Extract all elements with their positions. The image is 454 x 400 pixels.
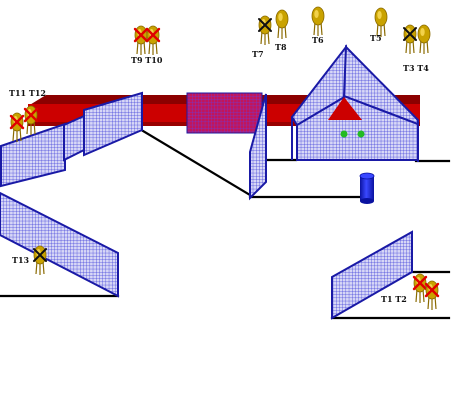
- center-mesh-panel: [186, 92, 263, 134]
- target-tripod[interactable]: [417, 24, 431, 54]
- green-lamp-2: [357, 130, 365, 138]
- label-t1-t2: T1 T2: [381, 294, 407, 304]
- miss-x-icon: [403, 27, 417, 41]
- target-tripod[interactable]: [374, 7, 388, 37]
- target-tripod[interactable]: [9, 112, 25, 142]
- target-tripod[interactable]: [133, 25, 149, 55]
- hit-x-icon: [145, 27, 161, 43]
- label-t9-t10: T9 T10: [131, 55, 163, 65]
- target-tripod[interactable]: [275, 9, 289, 39]
- pyramid-structure: [290, 44, 419, 162]
- target-tripod[interactable]: [403, 24, 417, 54]
- label-t6: T6: [312, 35, 324, 45]
- label-t13: T13: [12, 255, 30, 265]
- blue-cylinder[interactable]: [359, 172, 375, 204]
- label-t8: T8: [275, 42, 287, 52]
- label-t3-t4: T3 T4: [403, 63, 429, 73]
- hit-x-icon: [424, 282, 440, 298]
- target-tripod[interactable]: [311, 6, 325, 36]
- target-tripod[interactable]: [424, 280, 440, 310]
- miss-x-icon: [258, 18, 272, 32]
- label-t11-t12: T11 T12: [9, 88, 46, 98]
- target-labels: T9 T10 T7 T8 T6 T5 T3 T4 T11 T12 T13 T1 …: [9, 33, 429, 304]
- hit-x-icon: [23, 107, 39, 123]
- left-long-panel: [0, 191, 119, 298]
- center-side-panel: [249, 93, 267, 201]
- hit-x-icon: [9, 114, 25, 130]
- hit-x-icon: [412, 275, 428, 291]
- target-tripod[interactable]: [258, 15, 272, 45]
- label-t5: T5: [370, 33, 382, 43]
- miss-x-icon: [33, 248, 47, 262]
- ground-lines: [0, 129, 451, 320]
- right-bottom-panel: [331, 230, 413, 320]
- target-tripod[interactable]: [33, 245, 47, 275]
- hit-x-icon: [133, 27, 149, 43]
- target-tripod[interactable]: [145, 25, 161, 55]
- targets-layer: [9, 6, 440, 310]
- target-tripod[interactable]: [23, 105, 39, 135]
- green-lamp-1: [340, 130, 348, 138]
- label-t7: T7: [252, 49, 264, 59]
- left-mesh-panels: [0, 91, 143, 188]
- target-tripod[interactable]: [412, 273, 428, 303]
